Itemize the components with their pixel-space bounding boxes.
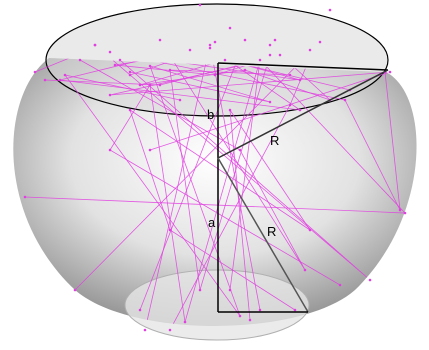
- trajectory-point: [268, 43, 272, 47]
- label-R-lower: R: [267, 224, 276, 239]
- trajectory-point: [158, 83, 162, 87]
- radius-lower: [217, 157, 309, 313]
- trajectory-point: [318, 40, 322, 44]
- trajectory-point: [128, 70, 132, 74]
- trajectory-point: [258, 308, 262, 312]
- bottom-cap-ellipse: [124, 269, 310, 341]
- trajectory-point: [148, 83, 152, 87]
- trajectory-point: [108, 50, 112, 54]
- trajectory-path: [74, 58, 322, 291]
- radius-upper: [217, 69, 389, 159]
- trajectory-point: [118, 58, 122, 62]
- upper-radius-horizontal: [217, 62, 389, 71]
- trajectory-point: [243, 68, 247, 72]
- trajectory-point: [343, 98, 347, 102]
- trajectory-point: [308, 228, 312, 232]
- trajectory-point: [148, 64, 152, 68]
- trajectory-point: [43, 78, 47, 82]
- trajectory-point: [228, 26, 232, 30]
- trajectory-point: [298, 108, 302, 112]
- trajectory-point: [238, 314, 242, 318]
- trajectory-point: [23, 195, 27, 199]
- trajectory-point: [268, 53, 272, 57]
- label-a: a: [208, 215, 216, 230]
- trajectory-point: [108, 148, 112, 152]
- trajectory-point: [168, 228, 172, 232]
- trajectory-point: [208, 46, 212, 50]
- trajectory-point: [368, 278, 372, 282]
- trajectory-point: [278, 53, 282, 57]
- trajectory-point: [198, 288, 202, 292]
- trajectory-path: [24, 58, 406, 281]
- trajectory-point: [303, 268, 307, 272]
- trajectory-point: [158, 38, 162, 42]
- trajectory-point: [198, 3, 202, 7]
- trajectory-point: [108, 93, 112, 97]
- trajectory-point: [113, 63, 117, 67]
- trajectory-point: [228, 108, 232, 112]
- trajectory-point: [78, 58, 82, 62]
- trajectory-point: [273, 38, 277, 42]
- trajectory-point: [293, 308, 297, 312]
- label-R-upper: R: [270, 133, 279, 148]
- trajectory-point: [288, 103, 292, 107]
- trajectory-point: [73, 288, 77, 292]
- trajectory-point: [188, 48, 192, 52]
- label-b: b: [207, 107, 214, 122]
- trajectory-point: [328, 8, 332, 12]
- trajectory-point: [143, 328, 147, 332]
- trajectory-path: [109, 59, 341, 323]
- sphere-segment-body: [13, 58, 417, 326]
- trajectory-point: [238, 148, 242, 152]
- trajectory-path: [129, 109, 311, 321]
- trajectory-point: [63, 73, 67, 77]
- trajectory-point: [128, 108, 132, 112]
- trajectory-point: [403, 211, 407, 215]
- trajectory-point: [213, 73, 217, 77]
- top-cap-ellipse: [45, 3, 389, 117]
- trajectory-point: [298, 78, 302, 82]
- trajectory-point: [223, 58, 227, 62]
- trajectory-point: [388, 70, 392, 74]
- trajectory-point: [148, 148, 152, 152]
- geometry-lines: [217, 62, 389, 313]
- trajectory-point: [398, 208, 402, 212]
- trajectory-path: [64, 65, 271, 317]
- trajectory-point: [178, 98, 182, 102]
- trajectory-point: [268, 100, 272, 104]
- trajectory-path: [109, 58, 401, 211]
- trajectory-point: [243, 38, 247, 42]
- trajectory-point: [258, 58, 262, 62]
- trajectory-point: [228, 288, 232, 292]
- trajectory-point: [248, 318, 252, 322]
- trajectory-point: [168, 328, 172, 332]
- trajectory-point: [93, 43, 97, 47]
- trajectory-point: [338, 283, 342, 287]
- trajectory-point: [138, 308, 142, 312]
- trajectory-point: [33, 70, 37, 74]
- trajectory-point: [183, 320, 187, 324]
- trajectory-point: [208, 43, 212, 47]
- trajectory-point: [308, 48, 312, 52]
- trajectory-path: [59, 58, 301, 111]
- trajectory-point: [213, 40, 217, 44]
